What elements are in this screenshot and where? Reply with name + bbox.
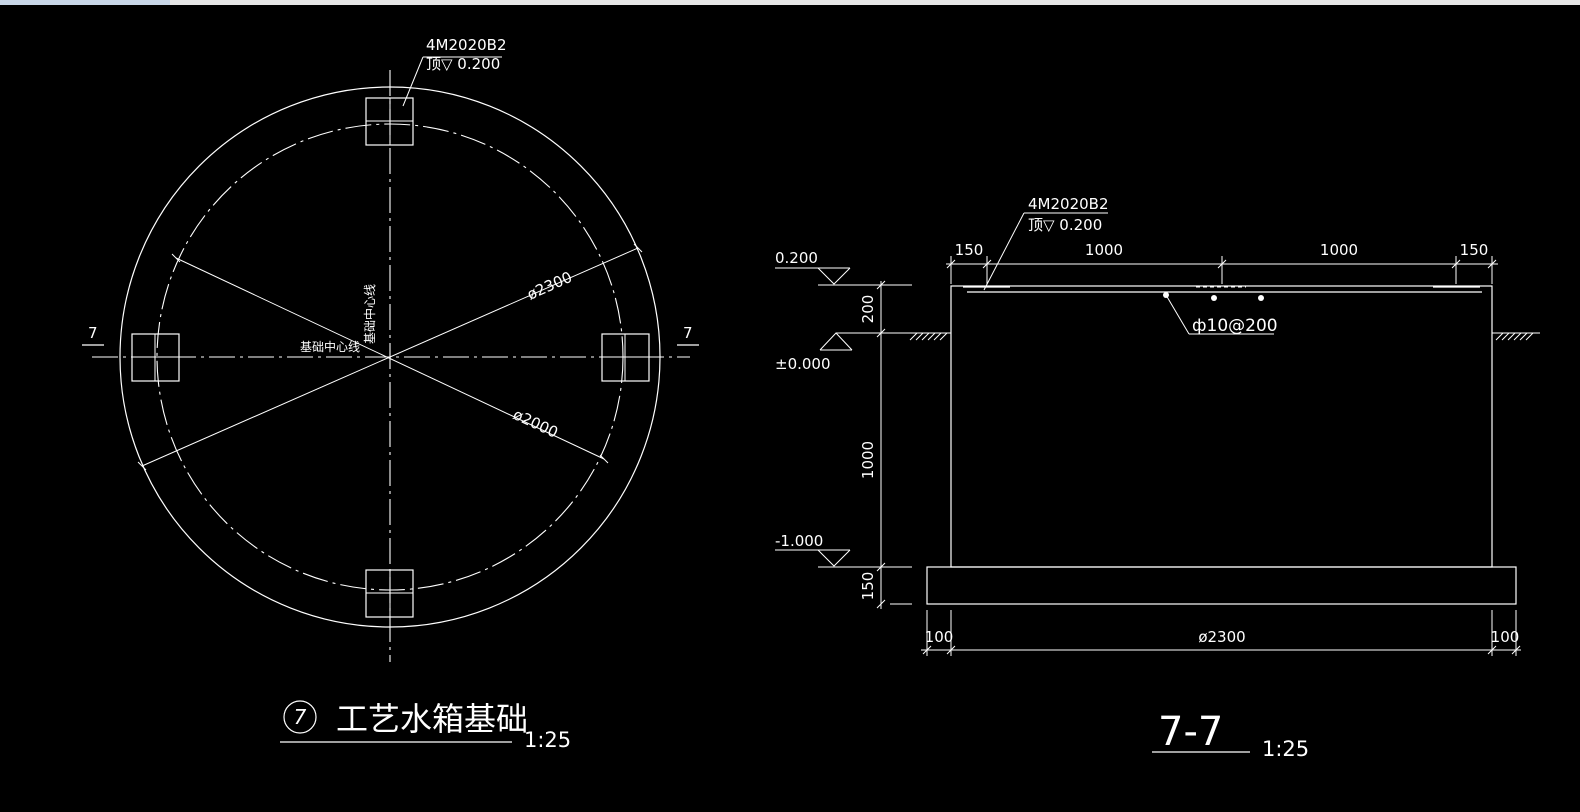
diameter-line-2300: [141, 247, 639, 467]
diameter-ticks: [137, 243, 643, 471]
cad-drawing-canvas[interactable]: 4M2020B2 顶▽ 0.200 7 7 ø2300 ø2000 基础中心线 …: [0, 5, 1580, 812]
plan-embed-top: 顶▽ 0.200: [426, 55, 500, 73]
section-title-scale: 1:25: [1262, 737, 1309, 761]
section-title: 7-7: [1158, 709, 1223, 755]
top-dim-2: 1000: [1085, 241, 1123, 259]
rebar-leader: [1165, 294, 1190, 335]
section-mark-right: 7: [683, 324, 693, 342]
rebar-dot-2: [1211, 295, 1217, 301]
left-dim-ticks: [876, 280, 886, 609]
top-dim-extensions: [946, 256, 1497, 284]
section-embed-code: 4M2020B2: [1028, 195, 1109, 213]
section-view: ф10@200 4M2020B2 顶▽ 0.200 150 1000 1000 …: [775, 195, 1540, 761]
embed-plate-right[interactable]: [601, 333, 650, 382]
plan-centerline-label-v: 基础中心线: [362, 284, 377, 344]
bottom-dim-1: 100: [925, 628, 954, 646]
plan-centerline-label-h: 基础中心线: [300, 339, 360, 354]
section-mark-left: 7: [88, 324, 98, 342]
level-marker-ground: ±0.000: [775, 332, 912, 373]
rebar-dot-3: [1258, 295, 1264, 301]
left-dim-3: 150: [859, 572, 877, 601]
plan-title-scale: 1:25: [524, 728, 571, 752]
embed-plate-bottom[interactable]: [365, 569, 414, 618]
top-toolbar-strip: [0, 0, 1580, 5]
bottom-dim-3: 100: [1491, 628, 1520, 646]
top-dim-3: 1000: [1320, 241, 1358, 259]
diameter-line-2000: [175, 257, 605, 460]
ground-hatch: [909, 332, 1534, 341]
rebar-label: ф10@200: [1192, 316, 1278, 336]
section-embed-leader: [983, 212, 1025, 291]
foundation-footing: [926, 566, 1517, 605]
title-number: 7: [294, 705, 307, 729]
svg-text:±0.000: ±0.000: [775, 355, 831, 373]
toolbar-tab[interactable]: [0, 0, 170, 5]
plan-title: 工艺水箱基础: [336, 700, 528, 738]
left-dim-2: 1000: [859, 441, 877, 479]
title-number-circle: [283, 700, 317, 734]
top-dim-1: 150: [955, 241, 984, 259]
plan-view: 4M2020B2 顶▽ 0.200 7 7 ø2300 ø2000 基础中心线 …: [82, 36, 699, 752]
plan-dia-outer-label: ø2300: [524, 268, 575, 304]
left-dim-1: 200: [859, 295, 877, 324]
bottom-dim-2: ø2300: [1198, 628, 1245, 646]
plan-embed-code: 4M2020B2: [426, 36, 507, 54]
top-dim-4: 150: [1460, 241, 1489, 259]
embed-plate-left[interactable]: [131, 333, 180, 382]
svg-text:0.200: 0.200: [775, 249, 818, 267]
plan-dia-inner-label: ø2000: [510, 405, 561, 441]
embed-leader-line: [402, 56, 424, 107]
level-marker-bottom: -1.000: [775, 532, 912, 568]
bottom-dim-extensions: [922, 610, 1521, 656]
level-marker-top: 0.200: [775, 249, 912, 286]
svg-text:-1.000: -1.000: [775, 532, 823, 550]
embed-plate-top[interactable]: [365, 97, 414, 146]
section-embed-top: 顶▽ 0.200: [1028, 216, 1102, 234]
